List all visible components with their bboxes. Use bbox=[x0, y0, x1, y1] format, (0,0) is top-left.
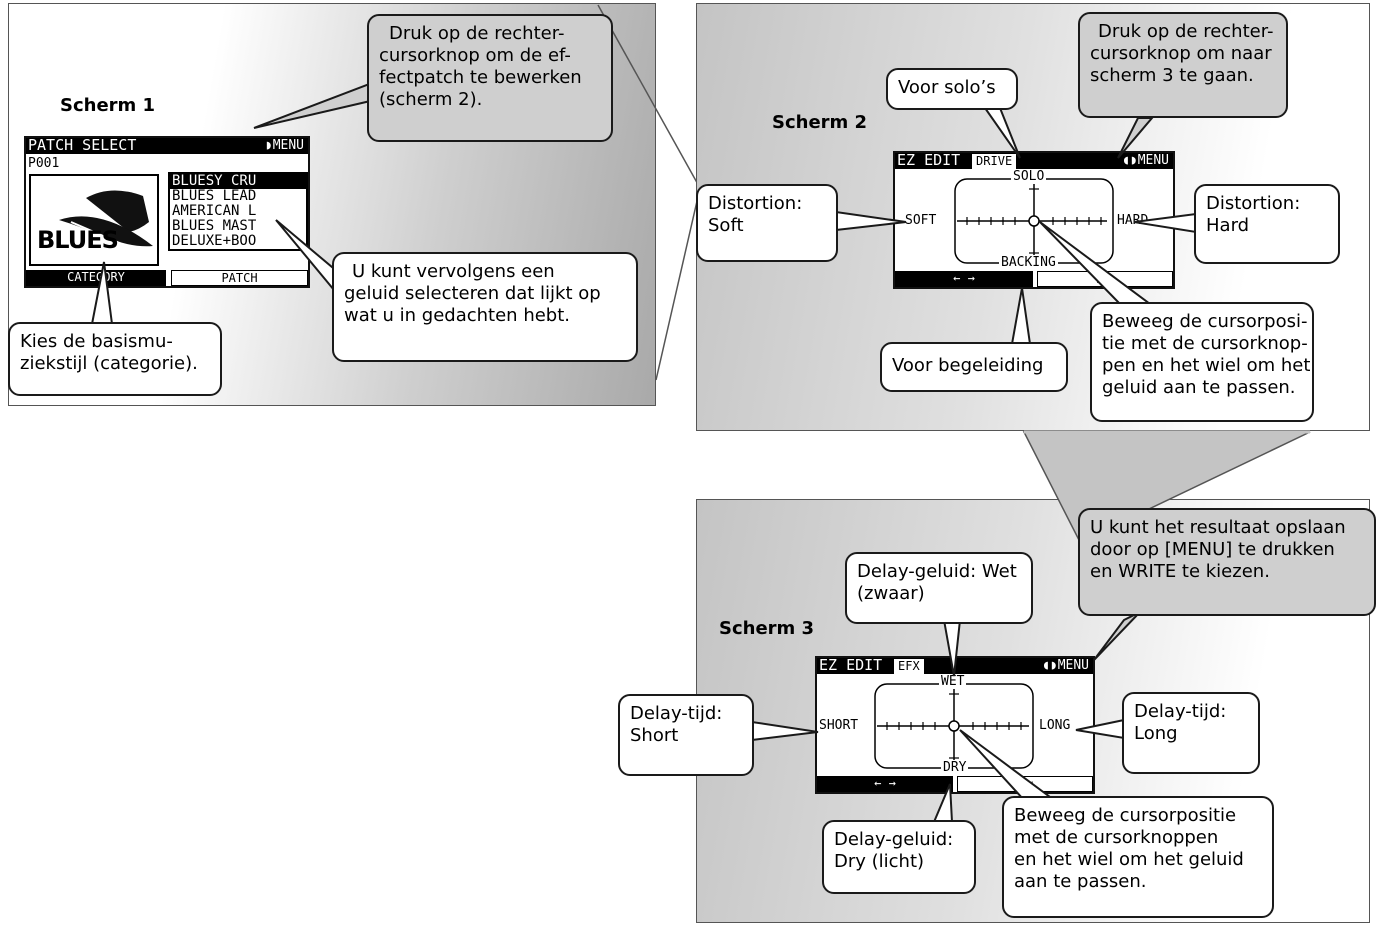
callout-next-screen: Druk op de rechter- cursorknop om naar s… bbox=[1078, 12, 1288, 118]
callout-delay-short: Delay-tijd: Short bbox=[618, 694, 754, 776]
callout-backing: Voor begeleiding bbox=[880, 342, 1068, 392]
callout-edit-patch: Druk op de rechter- cursorknop om de ef-… bbox=[367, 14, 613, 142]
lcd-header-menu: ◖◗MENU bbox=[1042, 658, 1089, 673]
screen-1-title: Scherm 1 bbox=[60, 95, 156, 116]
callout-delay-wet: Delay-geluid: Wet (zwaar) bbox=[845, 552, 1033, 624]
lcd-header-tab[interactable]: DRIVE bbox=[972, 154, 1017, 169]
callout-category: Kies de basismu- ziekstijl (categorie). bbox=[8, 322, 222, 396]
lcd-label-soft: SOFT bbox=[905, 213, 937, 228]
callout-write: U kunt het resultaat opslaan door op [ME… bbox=[1078, 508, 1376, 616]
patch-list-item[interactable]: BLUES MAST bbox=[172, 218, 257, 234]
lcd-footer-left-right[interactable]: ← → bbox=[817, 776, 953, 792]
lcd-patch-number: P001 bbox=[28, 156, 60, 171]
cursor-position[interactable] bbox=[948, 720, 960, 732]
callout-delay-long: Delay-tijd: Long bbox=[1122, 692, 1260, 774]
callout-solo: Voor solo’s bbox=[886, 68, 1018, 110]
callout-move-cursor-3: Beweeg de cursorpositie met de cursorkno… bbox=[1002, 796, 1274, 918]
screen-3-lcd: EZ EDIT EFX ◖◗MENU WET DRY SHORT LONG ← … bbox=[815, 656, 1095, 794]
category-image: BLUES bbox=[29, 174, 159, 266]
category-logo-text: BLUES bbox=[37, 226, 119, 254]
callout-move-cursor-2: Beweeg de cursorposi- tie met de cursork… bbox=[1090, 302, 1314, 422]
lcd-footer-left-right[interactable]: ← → bbox=[895, 271, 1033, 287]
callout-distortion-hard: Distortion: Hard bbox=[1194, 184, 1340, 264]
lcd-label-dry: DRY bbox=[941, 760, 969, 775]
patch-list-item[interactable]: BLUESY CRU bbox=[170, 174, 306, 189]
lcd-label-backing: BACKING bbox=[999, 255, 1058, 270]
lcd-header-title: EZ EDIT bbox=[819, 656, 883, 674]
lcd-header-tab[interactable]: EFX bbox=[894, 659, 924, 674]
patch-list-item[interactable]: DELUXE+BOO bbox=[172, 233, 257, 249]
cursor-position[interactable] bbox=[1028, 215, 1040, 227]
lcd-footer-patch[interactable]: PATCH bbox=[171, 270, 308, 286]
hat-icon bbox=[59, 190, 153, 249]
lcd-label-long: LONG bbox=[1039, 718, 1071, 733]
lcd-header-title: PATCH SELECT bbox=[28, 136, 137, 154]
screen-2-lcd: EZ EDIT DRIVE ◖◗MENU SOLO BACKING SOFT H… bbox=[893, 151, 1175, 289]
patch-list-item[interactable]: BLUES LEAD bbox=[172, 188, 257, 204]
lcd-footer-category[interactable]: CATEGORY bbox=[26, 270, 166, 286]
callout-distortion-soft: Distortion: Soft bbox=[696, 184, 838, 262]
lcd-header-menu: ◗MENU bbox=[264, 138, 304, 153]
patch-list: BLUESY CRU BLUES LEAD AMERICAN L BLUES M… bbox=[168, 172, 308, 251]
lcd-header-menu: ◖◗MENU bbox=[1122, 153, 1169, 168]
screen-3-title: Scherm 3 bbox=[719, 618, 815, 639]
callout-delay-dry: Delay-geluid: Dry (licht) bbox=[822, 820, 976, 894]
lcd-label-hard: HARD bbox=[1117, 213, 1149, 228]
lcd-header-title: EZ EDIT bbox=[897, 151, 961, 169]
lcd-label-short: SHORT bbox=[819, 718, 859, 733]
screen-2-title: Scherm 2 bbox=[772, 112, 868, 133]
screen-1-lcd: PATCH SELECT ◗MENU P001 BLUES BLUESY CRU… bbox=[24, 136, 310, 288]
patch-list-item[interactable]: AMERICAN L bbox=[172, 203, 257, 219]
lcd-label-solo: SOLO bbox=[1011, 169, 1047, 184]
lcd-label-wet: WET bbox=[939, 674, 967, 689]
callout-select-sound: U kunt vervolgens een geluid selecteren … bbox=[332, 252, 638, 362]
